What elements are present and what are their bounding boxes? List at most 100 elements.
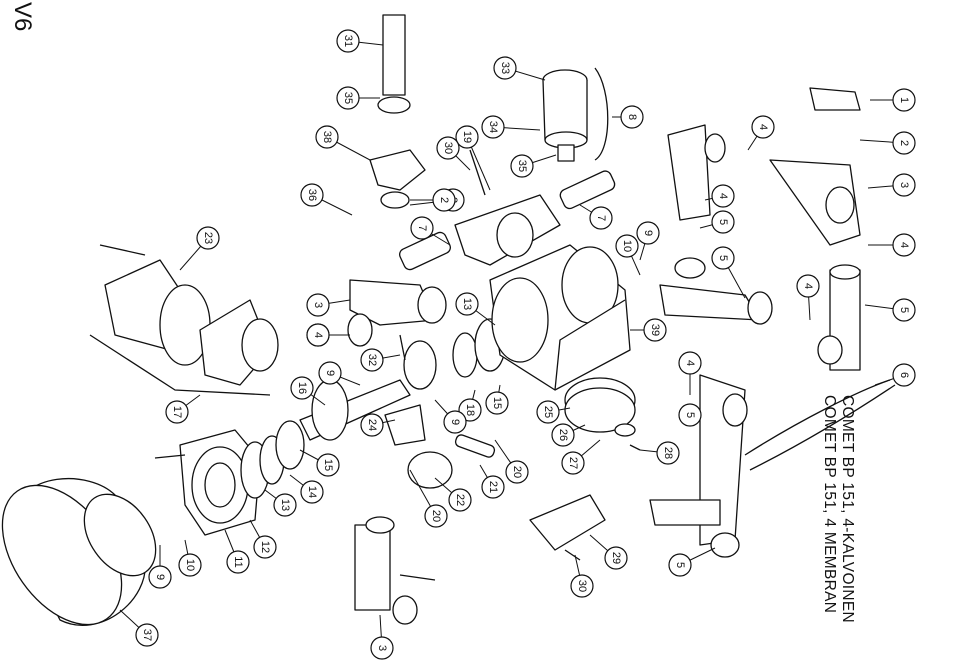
callout-5: 5 — [699, 210, 735, 234]
callout-number: 9 — [449, 419, 461, 425]
callout-circle — [892, 233, 916, 257]
callout-number: 13 — [461, 298, 473, 310]
callout-number: 23 — [202, 232, 214, 244]
callout-circle — [615, 234, 639, 258]
callout-4: 4 — [796, 274, 820, 321]
callout-circle — [892, 131, 916, 155]
callout-number: 8 — [626, 114, 638, 120]
callout-13: 13 — [264, 489, 297, 517]
callout-number: 4 — [802, 283, 814, 289]
callout-22: 22 — [434, 477, 472, 512]
callout-circle — [135, 623, 159, 647]
callout-10: 10 — [178, 539, 202, 577]
callout-circle — [306, 293, 330, 317]
callout-9: 9 — [636, 221, 660, 261]
callout-number: 26 — [557, 429, 569, 441]
part-tee-left — [347, 279, 447, 347]
part-pump-head — [454, 194, 561, 266]
callout-circle — [892, 88, 916, 112]
callout-number: 34 — [487, 121, 499, 133]
callout-4: 4 — [868, 233, 916, 257]
callout-number: 16 — [296, 382, 308, 394]
callout-23: 23 — [179, 226, 220, 271]
callout-circle — [604, 546, 628, 570]
callout-number: 2 — [438, 197, 450, 203]
callout-number: 33 — [499, 62, 511, 74]
callout-28: 28 — [639, 441, 680, 465]
callout-number: 7 — [595, 215, 607, 221]
part-accumulator — [542, 69, 588, 162]
callout-circle — [711, 246, 735, 270]
callout-circle — [505, 460, 529, 484]
callout-4: 4 — [704, 184, 735, 208]
callout-10: 10 — [615, 234, 641, 276]
callout-circle — [306, 323, 330, 347]
part-lower-right-tee — [649, 374, 896, 558]
callout-circle — [493, 56, 517, 80]
callout-circle — [485, 391, 509, 415]
callout-3: 3 — [306, 293, 351, 317]
callout-35: 35 — [510, 154, 557, 178]
callout-number: 3 — [312, 302, 324, 308]
callout-circle — [636, 221, 660, 245]
callout-2: 2 — [859, 131, 916, 155]
callout-number: 9 — [324, 370, 336, 376]
callout-circle — [165, 400, 189, 424]
callout-7: 7 — [410, 216, 451, 246]
callout-number: 36 — [306, 189, 318, 201]
callout-13: 13 — [455, 292, 496, 326]
callout-11: 11 — [224, 529, 250, 574]
callout-circle — [424, 504, 448, 528]
callout-21: 21 — [479, 464, 505, 499]
callout-number: 10 — [184, 559, 196, 571]
callout-circle — [436, 136, 460, 160]
callout-37: 37 — [119, 609, 159, 647]
callout-number: 21 — [487, 481, 499, 493]
callout-19: 19 — [455, 125, 491, 191]
callout-number: 32 — [366, 354, 378, 366]
callout-30: 30 — [570, 554, 594, 598]
callout-number: 17 — [171, 406, 183, 418]
callout-8: 8 — [612, 105, 644, 129]
part-front-housing — [179, 420, 305, 536]
callout-number: 3 — [898, 182, 910, 188]
part-right-pipes — [659, 87, 861, 371]
part-valve-assembly — [399, 170, 616, 271]
callout-36: 36 — [300, 183, 353, 216]
part-bolts — [99, 149, 641, 581]
callout-circle — [678, 403, 702, 427]
callout-circle — [481, 115, 505, 139]
callout-circle — [148, 565, 172, 589]
callout-32: 32 — [360, 348, 401, 372]
callout-circle — [290, 376, 314, 400]
callout-circle — [751, 115, 775, 139]
callout-number: 4 — [312, 332, 324, 338]
callout-circle — [432, 188, 456, 212]
callout-circle — [678, 351, 702, 375]
callout-number: 19 — [461, 131, 473, 143]
callout-24: 24 — [360, 413, 396, 437]
callout-27: 27 — [561, 439, 601, 475]
callout-number: 9 — [642, 230, 654, 236]
callout-circle — [336, 29, 360, 53]
callout-circle — [892, 363, 916, 387]
callout-circle — [360, 413, 384, 437]
callout-circle — [318, 361, 342, 385]
callout-circle — [796, 274, 820, 298]
callout-circle — [443, 410, 467, 434]
callout-33: 33 — [493, 56, 546, 81]
callout-14: 14 — [289, 474, 324, 504]
callout-circle — [300, 480, 324, 504]
callout-4: 4 — [306, 323, 350, 347]
callout-circle — [196, 226, 220, 250]
part-cap-38 — [369, 149, 426, 209]
callout-39: 39 — [630, 318, 667, 342]
callout-number: 27 — [567, 457, 579, 469]
callout-35: 35 — [336, 86, 380, 110]
callout-number: 35 — [342, 92, 354, 104]
callout-17: 17 — [165, 394, 201, 424]
callout-number: 39 — [649, 324, 661, 336]
callout-number: 9 — [154, 574, 166, 580]
callout-5: 5 — [668, 547, 716, 577]
